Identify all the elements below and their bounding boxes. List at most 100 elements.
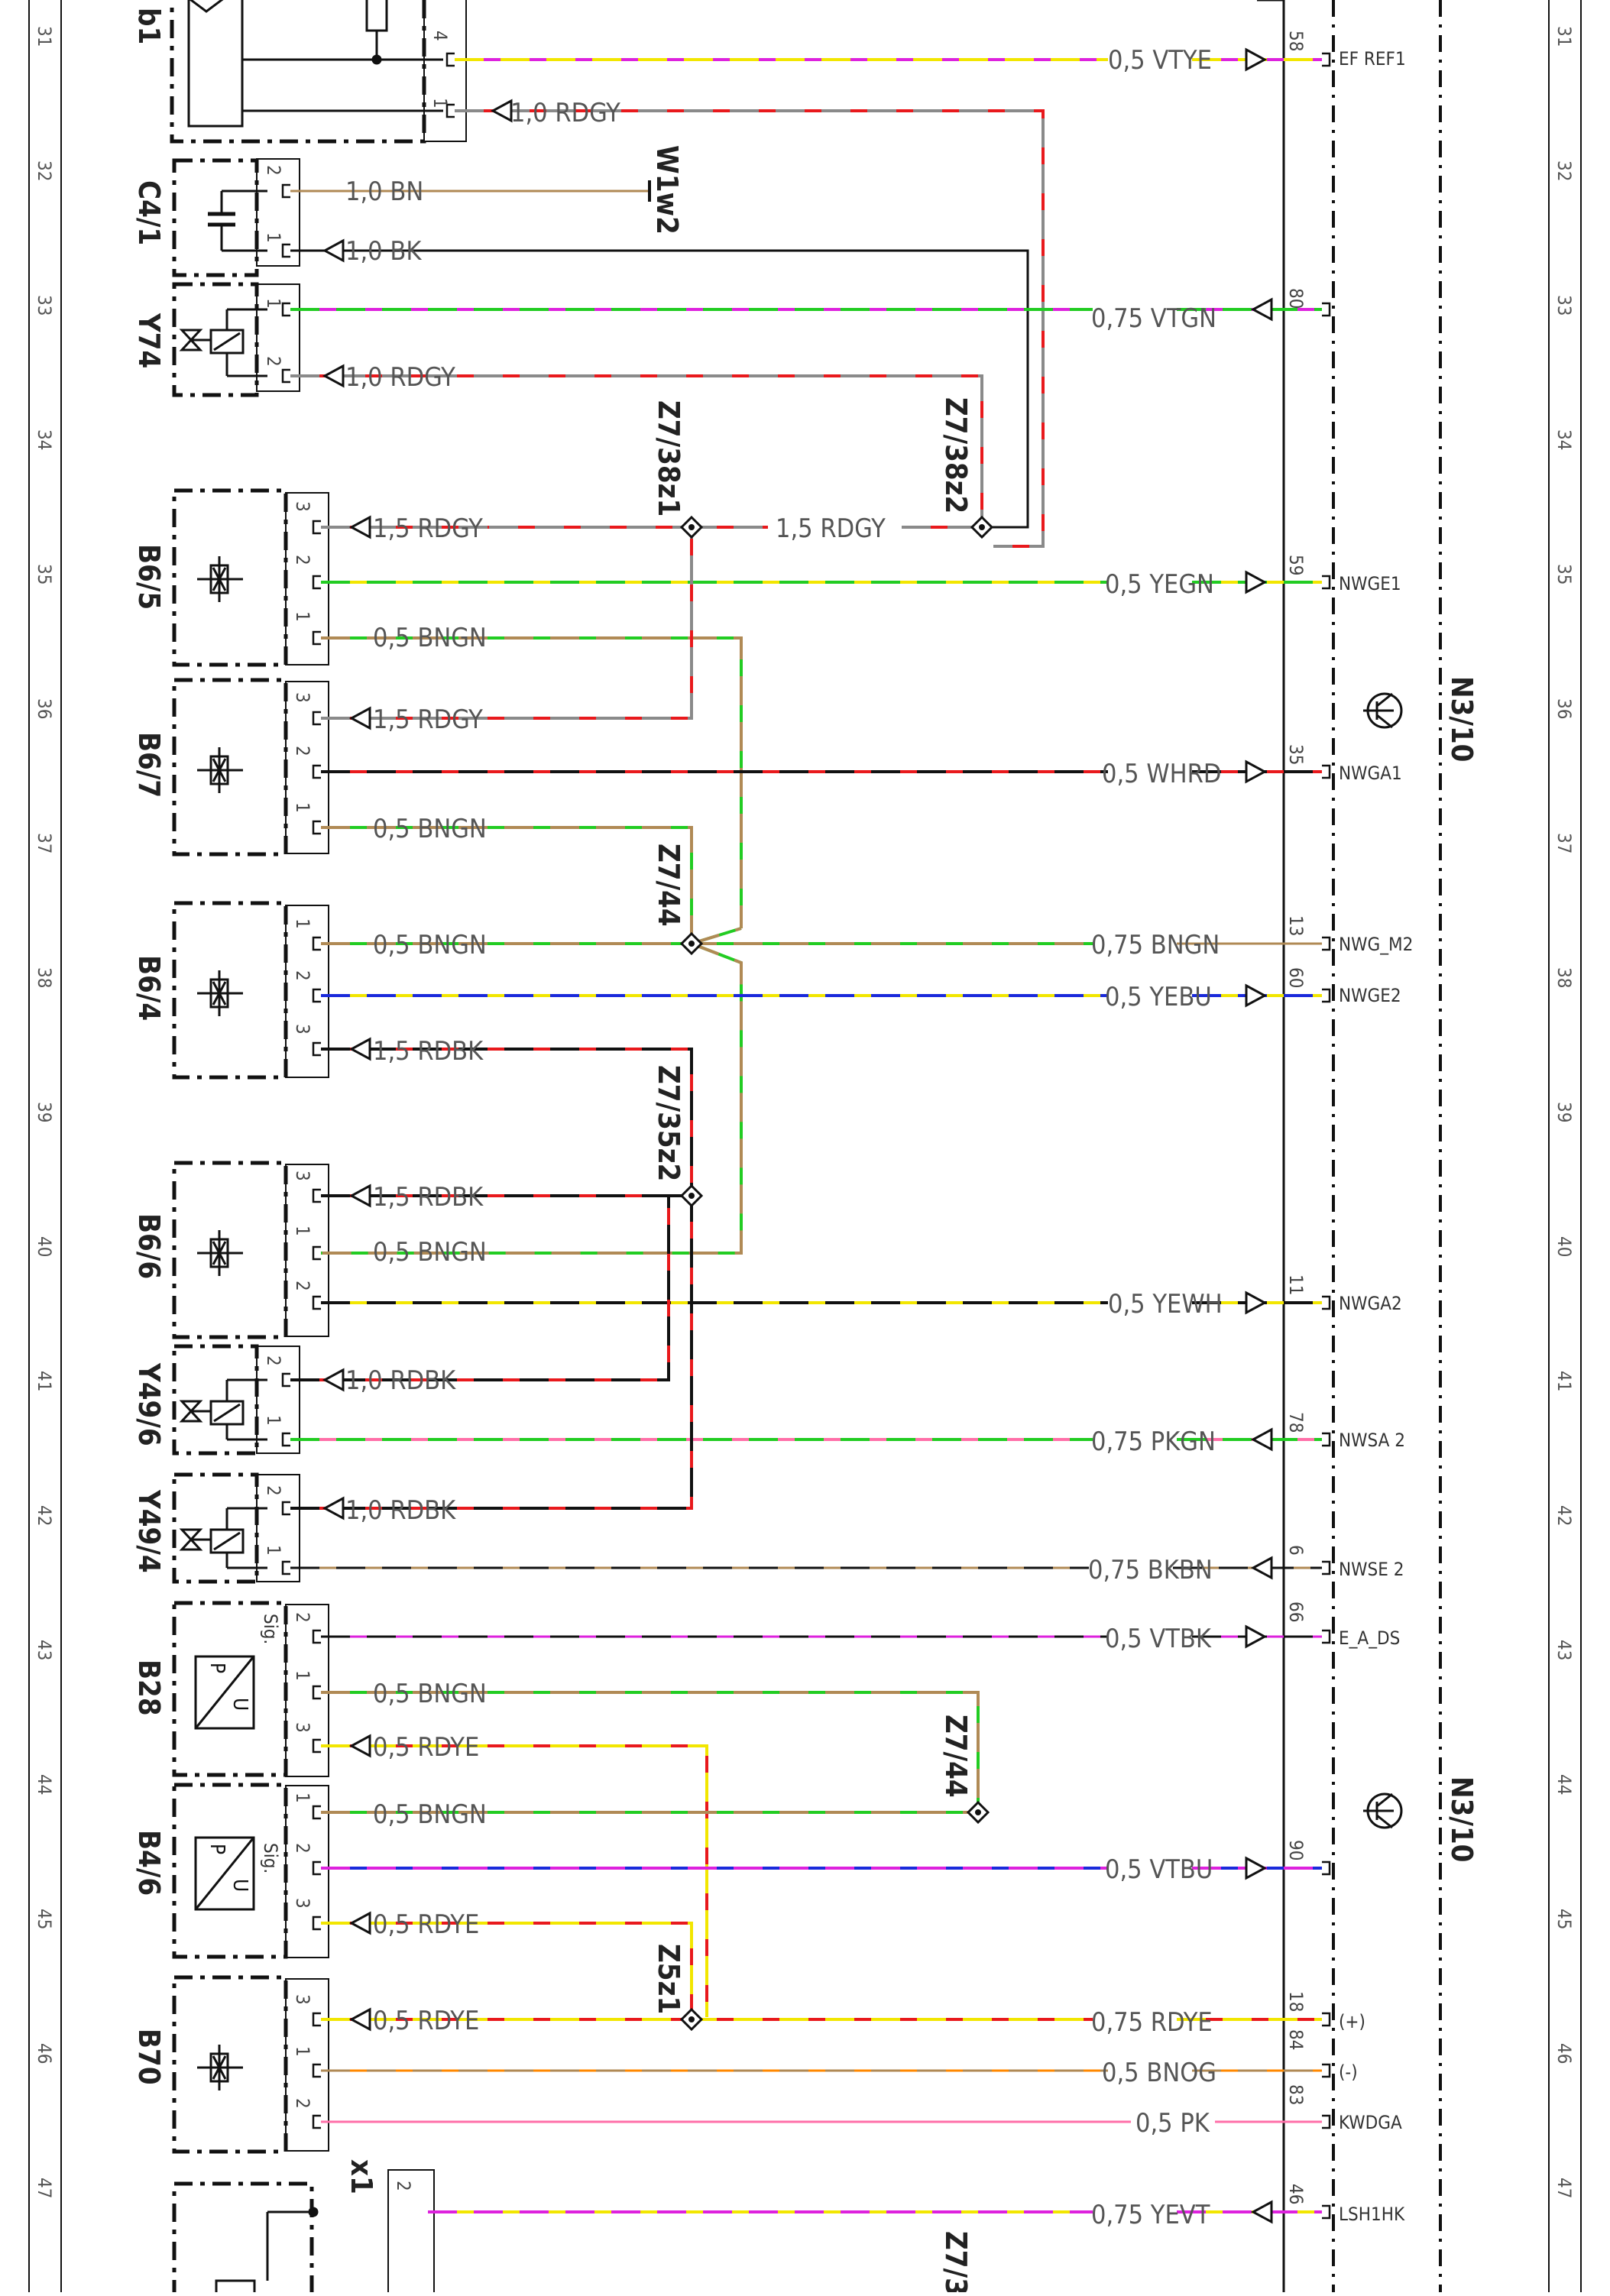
label-y74: Y74 [132, 313, 166, 368]
row-label-46: 46 [34, 2043, 55, 2064]
pin-comp-24-shape [312, 1738, 321, 1754]
connector-b4-6 [285, 1785, 329, 1958]
ecu-pin-18: 18 [1285, 1991, 1307, 2012]
pin-comp-28-shape [312, 2012, 321, 2027]
pins [281, 52, 1331, 2220]
pin-comp-29 [312, 2063, 321, 2078]
label-x1: x1 [345, 2159, 378, 2194]
svg-text:1: 1 [292, 2046, 313, 2057]
svg-text:1: 1 [292, 1792, 313, 1803]
row-rulers [28, 0, 1582, 2292]
pin-comp-27-shape [312, 1915, 321, 1931]
pin-comp-1 [445, 103, 455, 118]
component-b6-5-box [172, 488, 288, 667]
right-wire-label-9: 0,75 BKBN [1088, 1555, 1213, 1585]
wire-label-b28-bngn: 0,5 BNGN [373, 1679, 487, 1709]
pin-comp-20-shape [281, 1501, 290, 1516]
wire-rdbk-y494 [290, 1196, 693, 1510]
row-label-32: 32 [34, 160, 55, 181]
svg-text:P: P [206, 1663, 228, 1673]
pin-comp-10-shape [312, 764, 321, 779]
ecu-signal-nwsa-2: NWSA 2 [1339, 1430, 1405, 1451]
ecu-pin-6: 6 [1285, 1545, 1307, 1556]
ecu-pin-58: 58 [1285, 31, 1307, 51]
wire-label-b46-rdye: 0,5 RDYE [373, 1909, 479, 1940]
transistor-symbol-top [1363, 692, 1403, 729]
wire-rdgy-b67-stripe [321, 527, 693, 720]
label-b6-5: B6/5 [132, 544, 166, 610]
pin-comp-17-shape [312, 1295, 321, 1310]
component-x1-box [172, 2181, 314, 2296]
row-label-43-right: 43 [1553, 1640, 1575, 1660]
arrow-y494-rdbk [322, 1496, 345, 1520]
pin-comp-13 [312, 988, 321, 1003]
svg-text:2: 2 [292, 1281, 313, 1291]
pin-comp-16-shape [312, 1245, 321, 1261]
pin-comp-4 [281, 302, 290, 317]
row-label-38-right: 38 [1553, 967, 1575, 988]
pin-comp-29-shape [312, 2063, 321, 2078]
ecu-signal-nwge1: NWGE1 [1339, 573, 1401, 594]
pin-comp-14 [312, 1041, 321, 1057]
ecu-signal-ef-ref1: EF REF1 [1339, 48, 1406, 70]
row-label-31-right: 31 [1553, 26, 1575, 47]
wire-rdye-b28-stripe [321, 1744, 708, 2017]
connector-b70 [285, 1978, 329, 2152]
right-wire-label-4: 0,5 WHRD [1102, 759, 1221, 789]
pin-comp-0-shape [445, 52, 455, 67]
svg-text:1: 1 [429, 98, 451, 108]
splice-nodes [679, 515, 994, 2032]
svg-text:1: 1 [263, 1415, 284, 1426]
splice-label-w1w2: W1w2 [650, 145, 684, 235]
splice-labels: W1w2 Z7/38z1 Z7/38z2 Z7/44 Z7/35z2 Z7/44… [650, 145, 973, 2296]
arrow-b66-rdbk [348, 1184, 371, 1208]
row-label-36-right: 36 [1553, 698, 1575, 719]
svg-text:2: 2 [292, 555, 313, 565]
pin-comp-9-shape [312, 711, 321, 726]
right-wire-label-12: 0,75 RDYE [1091, 2007, 1213, 2038]
pin-comp-9 [312, 711, 321, 726]
pin-ecu-58 [1322, 52, 1331, 67]
ecu-pin-78: 78 [1285, 1412, 1307, 1433]
label-b70: B70 [132, 2029, 166, 2085]
ecu-pin-46: 46 [1285, 2184, 1307, 2204]
right-wire-label-10: 0,5 VTBK [1105, 1624, 1212, 1654]
pin-comp-2-shape [281, 183, 290, 199]
svg-text:Sig.: Sig. [260, 1843, 281, 1873]
wire-rdye-b46-stripe [321, 1922, 693, 2017]
arrow-vtgn [1250, 297, 1273, 322]
splice-label-z7-cut: Z7/3 [939, 2231, 973, 2292]
svg-text:3: 3 [292, 1898, 313, 1909]
right-wire-label-3: 0,5 YEGN [1105, 569, 1214, 600]
arrow-pkgn [1250, 1427, 1273, 1452]
row-label-43: 43 [34, 1640, 55, 1660]
label-b1: b1 [132, 8, 166, 44]
right-wire-label-14: 0,5 PK [1135, 2108, 1210, 2139]
wire-label-y496-rdbk: 1,0 RDBK [345, 1365, 456, 1396]
component-c4-1-box [172, 158, 259, 277]
pin-comp-6-shape [312, 520, 321, 535]
ecu-pin-80: 80 [1285, 288, 1307, 309]
splice-node-z7-38z1-dot [688, 524, 695, 530]
connector-y49-6 [256, 1346, 300, 1454]
right-wire-label-7: 0,5 YEWH [1108, 1289, 1223, 1320]
wire-rdgy-b1-stripe [455, 109, 1045, 548]
ecu-signal-minus: (-) [1339, 2061, 1358, 2083]
row-label-47-right: 47 [1553, 2178, 1575, 2198]
ecu-label-top: N3/10 [1445, 676, 1479, 762]
ecu-pin-90: 90 [1285, 1840, 1307, 1860]
svg-text:1: 1 [263, 232, 284, 243]
pin-ecu-80-shape [1322, 302, 1331, 317]
pin-ecu-18 [1322, 2012, 1331, 2027]
component-labels: b1 C4/1 Y74 B6/5 B6/7 B6/4 B6/6 Y49/6 Y4… [132, 8, 378, 2194]
svg-text:1: 1 [292, 918, 313, 929]
pin-comp-8-shape [312, 630, 321, 646]
arrow-vtbk [1245, 1624, 1268, 1649]
ecu-pin-13: 13 [1285, 915, 1307, 936]
label-y49-4: Y49/4 [132, 1489, 166, 1573]
wire-label-b70-rdye: 0,5 RDYE [373, 2006, 479, 2036]
svg-text:3: 3 [292, 1994, 313, 2005]
pin-comp-23 [312, 1685, 321, 1700]
row-label-31: 31 [34, 26, 55, 47]
